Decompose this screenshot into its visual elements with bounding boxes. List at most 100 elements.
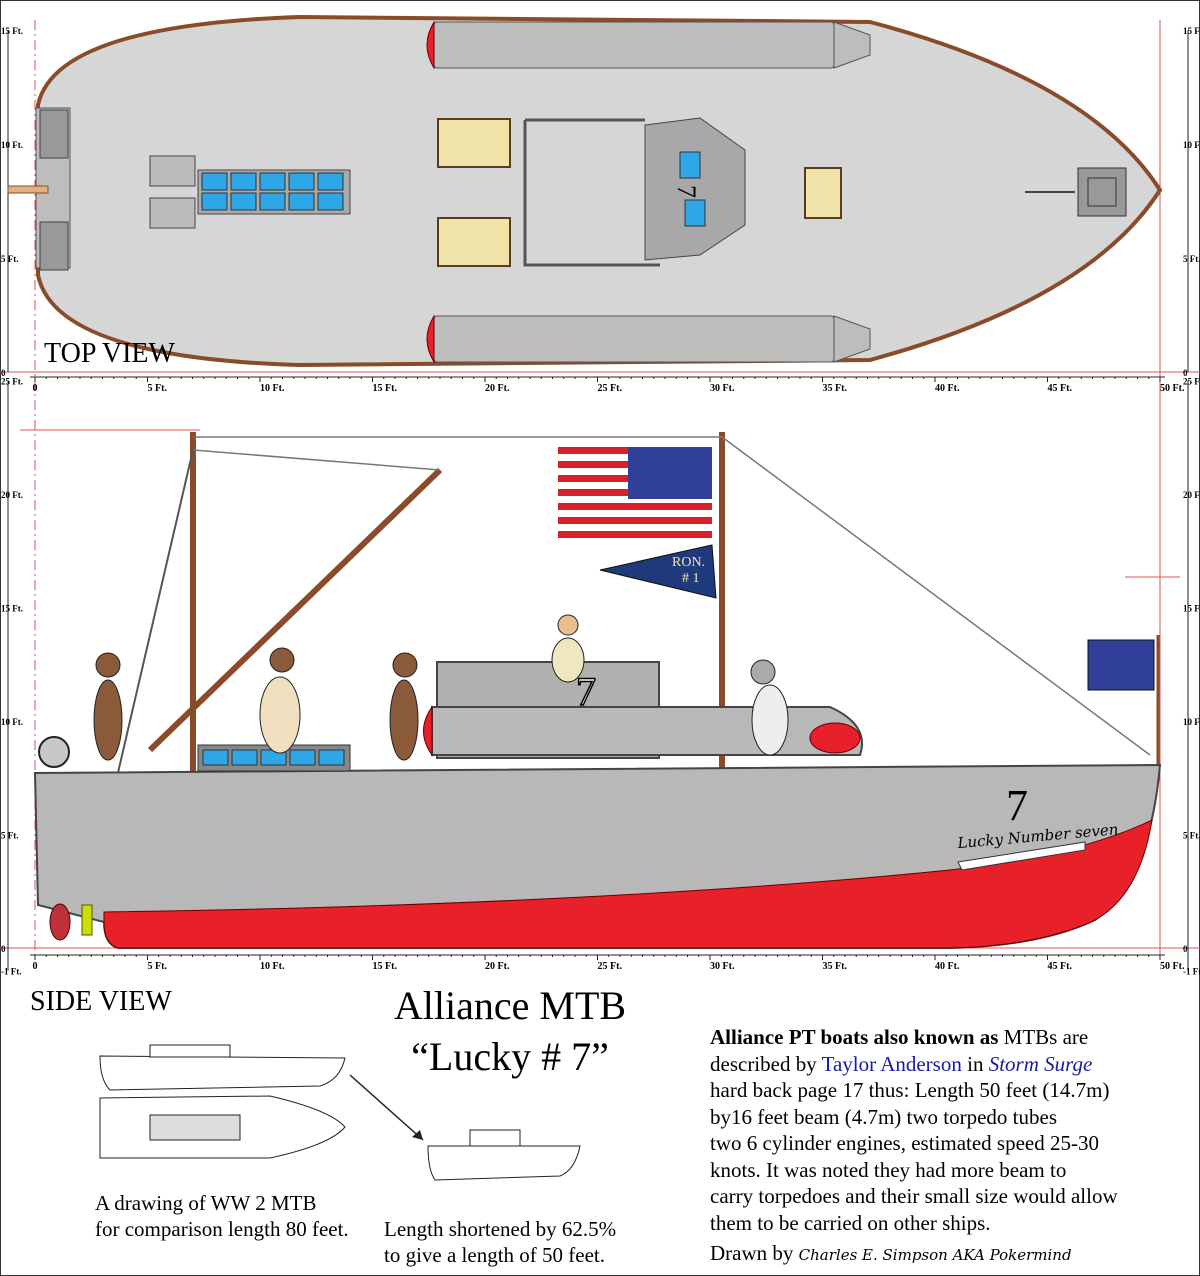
side-y-label: 0 bbox=[1, 944, 6, 954]
side-x-label: 30 Ft. bbox=[710, 961, 735, 972]
pennant-text-1: RON. bbox=[672, 555, 705, 570]
pennant-text-2: # 1 bbox=[682, 571, 700, 586]
side-x-label: 50 Ft. bbox=[1160, 961, 1185, 972]
side-torpedo-tube bbox=[431, 706, 863, 756]
top-x-label: 15 Ft. bbox=[373, 383, 398, 394]
hatch-window bbox=[317, 172, 344, 191]
desc-bold: Alliance PT boats also known as bbox=[710, 1025, 999, 1049]
side-x-label: 45 Ft. bbox=[1048, 961, 1073, 972]
side-x-label: 40 Ft. bbox=[935, 961, 960, 972]
desc-l5: two 6 cylinder engines, estimated speed … bbox=[710, 1131, 1099, 1155]
engine-hatches bbox=[149, 155, 351, 229]
shortened-caption-line-2: to give a length of 50 feet. bbox=[384, 1243, 606, 1267]
torpedo-tube-starboard bbox=[426, 314, 871, 364]
torpedo-tube-port bbox=[426, 20, 871, 70]
hull-bottom-paint bbox=[103, 819, 1153, 949]
us-flag bbox=[558, 447, 712, 538]
top-hull bbox=[36, 14, 1163, 368]
desc-l3: hard back page 17 thus: Length 50 feet (… bbox=[710, 1078, 1110, 1102]
crew-figures bbox=[93, 614, 789, 761]
ww2-mtb-sketch-top bbox=[99, 1095, 346, 1159]
bridge bbox=[644, 117, 746, 261]
side-x-label: 25 Ft. bbox=[598, 961, 623, 972]
top-y-label: 15 Ft. bbox=[1, 26, 23, 36]
hatch-window bbox=[230, 172, 257, 191]
hatch-window bbox=[201, 192, 228, 211]
drawn-by: Drawn by bbox=[710, 1241, 794, 1265]
top-view-boat: 7 bbox=[7, 14, 1163, 368]
stern-fender bbox=[49, 903, 71, 941]
top-x-label: 50 Ft. bbox=[1160, 383, 1185, 394]
signature: Charles E. Simpson AKA Pokermind bbox=[798, 1246, 1072, 1264]
searchlight bbox=[38, 736, 70, 768]
anchor-winch bbox=[1025, 167, 1127, 217]
transom-block-bottom bbox=[39, 221, 69, 271]
deck-grating-top bbox=[437, 118, 511, 168]
desc-l2b: in bbox=[961, 1051, 989, 1076]
top-y-label: 5 Ft. bbox=[1183, 254, 1200, 264]
side-y-label: 5 Ft. bbox=[1, 831, 19, 841]
description: Alliance PT boats also known as MTBs are… bbox=[710, 1024, 1118, 1269]
side-y-label: 10 Ft. bbox=[1183, 717, 1200, 727]
hatch-window bbox=[202, 749, 229, 766]
shortened-caption: Length shortened by 62.5% to give a leng… bbox=[384, 1216, 616, 1268]
top-x-label: 20 Ft. bbox=[485, 383, 510, 394]
desc-l7: carry torpedoes and their small size wou… bbox=[710, 1184, 1118, 1208]
hatch-window bbox=[289, 749, 316, 766]
desc-l4: by16 feet beam (4.7m) two torpedo tubes bbox=[710, 1104, 1057, 1129]
side-x-label: 35 Ft. bbox=[823, 961, 848, 972]
flag-stripe bbox=[558, 503, 712, 510]
desc-l6: knots. It was noted they had more beam t… bbox=[710, 1157, 1067, 1182]
top-x-label: 45 Ft. bbox=[1048, 383, 1073, 394]
ww2-mtb-sketch-side bbox=[99, 1044, 346, 1091]
forestay-line bbox=[721, 436, 1151, 756]
flag-stripe bbox=[558, 496, 712, 503]
side-y-label: 25 Ft. bbox=[1, 377, 23, 387]
hatch-window bbox=[259, 192, 286, 211]
top-x-label: 10 Ft. bbox=[260, 383, 285, 394]
top-y-label: 0 bbox=[1, 368, 6, 378]
hatch-window bbox=[230, 192, 257, 211]
side-x-label: 15 Ft. bbox=[373, 961, 398, 972]
top-x-label: 5 Ft. bbox=[148, 383, 168, 394]
top-x-label: 35 Ft. bbox=[823, 383, 848, 394]
top-x-label: 25 Ft. bbox=[598, 383, 623, 394]
hull-number: 7 bbox=[1006, 781, 1028, 830]
rulers: 0 5 Ft. 10 Ft. 15 Ft. 20 Ft. 25 Ft. 30 Ft. 35 F… bbox=[1, 26, 1200, 977]
flag-stripe bbox=[558, 531, 712, 538]
side-y-label: 0 bbox=[1183, 944, 1188, 954]
hatch-window bbox=[201, 172, 228, 191]
side-x-label: 20 Ft. bbox=[485, 961, 510, 972]
hatch-window bbox=[288, 192, 315, 211]
ww2-caption-line-1: A drawing of WW 2 MTB bbox=[95, 1191, 317, 1215]
top-y-label: 10 Ft. bbox=[1, 140, 23, 150]
side-x-label: 5 Ft. bbox=[148, 961, 168, 972]
deck-grating-forward bbox=[804, 167, 842, 219]
side-y-label: 20 Ft. bbox=[1, 490, 23, 500]
side-y-label: -1 Ft. bbox=[1183, 967, 1200, 977]
side-y-label: 15 Ft. bbox=[1, 604, 23, 614]
top-y-label: 10 Ft. bbox=[1183, 140, 1200, 150]
ww2-caption-line-2: for comparison length 80 feet. bbox=[95, 1217, 349, 1241]
top-x-label: 40 Ft. bbox=[935, 383, 960, 394]
squadron-pennant: RON. # 1 bbox=[599, 544, 717, 599]
deck-grating-bottom bbox=[437, 217, 511, 267]
hatch-window bbox=[318, 749, 345, 766]
author-name: Taylor Anderson bbox=[821, 1051, 962, 1076]
side-x-label: 0 bbox=[33, 961, 38, 972]
title-line-2: “Lucky # 7” bbox=[411, 1034, 609, 1079]
ww2-caption: A drawing of WW 2 MTB for comparison len… bbox=[95, 1190, 349, 1242]
hatch-window bbox=[231, 749, 258, 766]
side-y-label: 5 Ft. bbox=[1183, 831, 1200, 841]
hull-stripe bbox=[957, 841, 1086, 871]
top-view-label: TOP VIEW bbox=[44, 338, 175, 369]
flag-stripe bbox=[558, 517, 712, 524]
torpedo-nose bbox=[423, 705, 433, 757]
desc-l8: them to be carried on other ships. bbox=[710, 1210, 991, 1235]
scaled-mtb-sketch bbox=[427, 1129, 581, 1181]
cockpit-rail bbox=[523, 118, 660, 267]
shark-mouth bbox=[809, 722, 861, 754]
top-y-label: 5 Ft. bbox=[1, 254, 19, 264]
book-title: Storm Surge bbox=[988, 1051, 1093, 1076]
